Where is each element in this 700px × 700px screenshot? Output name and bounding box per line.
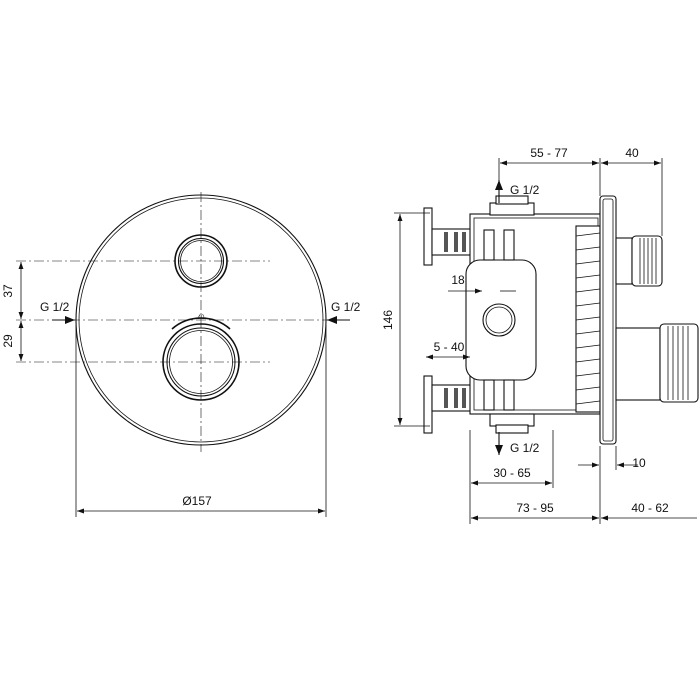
front-view: 40 G 1/2 G 1/2 37 29 Ø157: [1, 192, 361, 517]
threaded-sleeve: [575, 225, 601, 413]
rod-lower-right: [503, 379, 515, 411]
side-view: G 1/2 G 1/2 146 18 5 - 40 55 - 77 40 30 …: [381, 146, 699, 524]
dim-10-label: 10: [632, 456, 646, 470]
outlet-top-label: G 1/2: [510, 183, 540, 197]
upper-knob-side: [615, 235, 663, 287]
center-port: [482, 303, 516, 337]
dim-40-62-label: 40 - 62: [631, 501, 669, 515]
dim-29-label: 29: [1, 334, 15, 348]
inlet-right-label: G 1/2: [331, 300, 361, 314]
upper-knob: [174, 234, 228, 288]
dial-mark-label: 40: [198, 315, 205, 321]
wall-plate: [599, 195, 617, 445]
diameter-label: Ø157: [182, 494, 212, 508]
lower-knob-side: [615, 323, 699, 403]
outlet-bottom-label: G 1/2: [510, 441, 540, 455]
rod-upper-right: [503, 229, 515, 261]
dim-30-65-label: 30 - 65: [493, 466, 531, 480]
cover-plate-outer: [75, 194, 327, 446]
connector-bottom-cap: [495, 424, 529, 434]
dim-18-label: 18: [451, 273, 465, 287]
rod-upper-left: [483, 229, 495, 261]
connector-top-cap: [495, 195, 529, 205]
connector-top: [489, 202, 535, 216]
inlet-left-label: G 1/2: [40, 300, 70, 314]
dim-73-95-label: 73 - 95: [516, 501, 554, 515]
wall-plate-inner: [602, 198, 614, 442]
dim-5-40-label: 5 - 40: [434, 340, 465, 354]
dim-55-77-label: 55 - 77: [530, 146, 568, 160]
lower-knob: [162, 323, 240, 401]
center-port-inner: [485, 306, 513, 334]
dim-146-label: 146: [381, 310, 395, 330]
connector-bottom: [489, 413, 535, 427]
cover-plate-inner: [78, 197, 324, 443]
rod-lower-left: [483, 379, 495, 411]
temperature-scale-arc: [171, 317, 231, 330]
dim-40-label: 40: [625, 146, 639, 160]
dim-37-label: 37: [1, 284, 15, 298]
